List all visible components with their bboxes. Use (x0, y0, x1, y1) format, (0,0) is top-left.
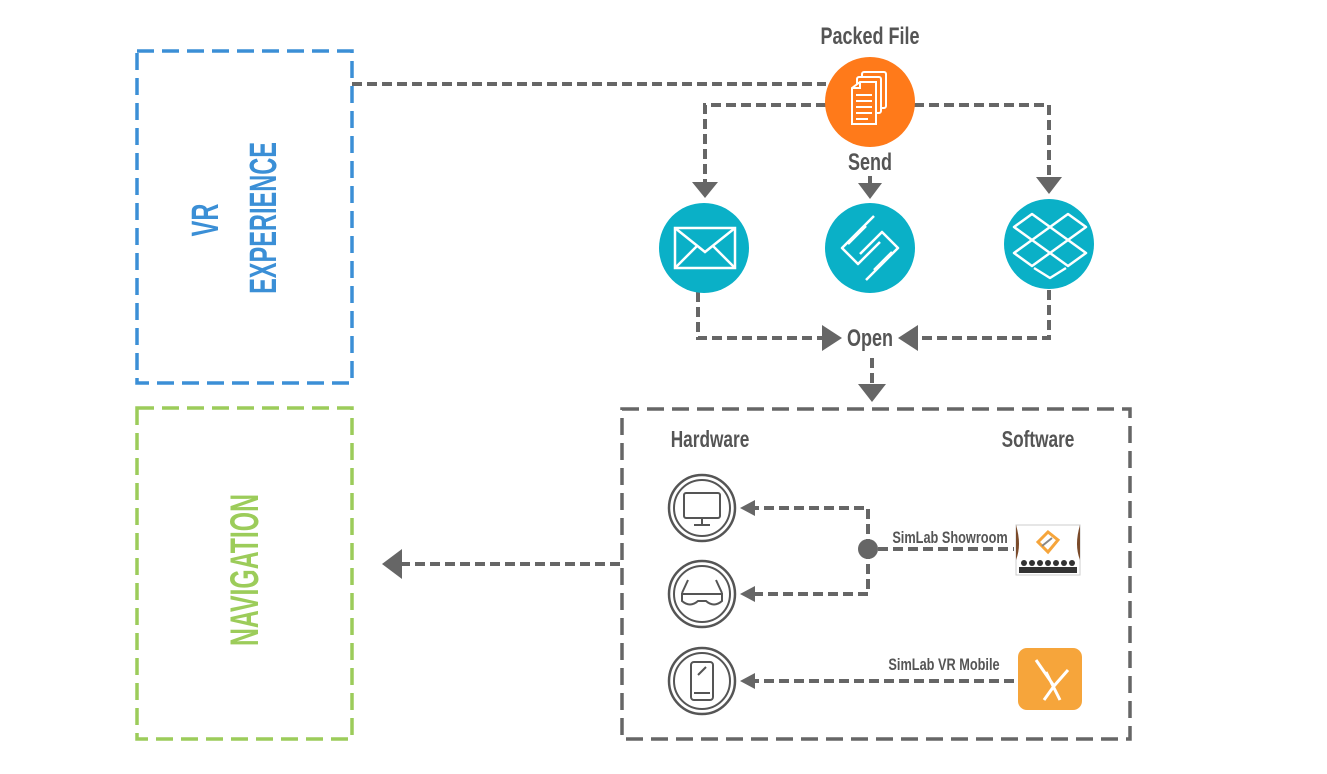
showroom-label: SimLab Showroom (892, 528, 1007, 547)
arrow-open-right (898, 325, 918, 351)
showroom-to-vr-line (755, 549, 870, 596)
packed-file-label: Packed File (820, 24, 919, 50)
email-to-open-line (696, 292, 822, 340)
arrow-to-send (858, 183, 882, 199)
simlab-showroom-logo (1015, 524, 1081, 576)
simlab-share-icon (825, 203, 915, 293)
file-to-dropbox-line (914, 103, 1051, 178)
arrow-heads (382, 177, 1062, 689)
navigation-label: NAVIGATION (223, 494, 267, 646)
arrow-to-desktop (740, 500, 755, 516)
navigation-panel (135, 406, 354, 741)
open-label: Open (847, 326, 893, 352)
simlab-vr-mobile-logo (1018, 648, 1082, 710)
arrow-to-vr (740, 586, 755, 602)
file-to-email-line (703, 103, 826, 182)
monitor-icon (667, 473, 737, 543)
send-label: Send (848, 150, 892, 176)
dropbox-icon (1004, 199, 1094, 289)
envelope-icon (659, 203, 749, 293)
vr-mobile-label: SimLab VR Mobile (888, 655, 999, 674)
vr-goggles-icon (667, 559, 737, 629)
arrow-open-left (822, 325, 842, 351)
dropbox-to-open-line (918, 290, 1051, 340)
experience-label: EXPERIENCE (241, 142, 284, 294)
connector-lines (352, 82, 1051, 683)
arrow-to-phone (740, 673, 755, 689)
hardware-software-box (620, 407, 1132, 741)
software-label: Software (1002, 428, 1075, 453)
junction-dot (858, 539, 878, 559)
vr-experience-panel (135, 49, 354, 385)
arrow-to-navigation (382, 549, 402, 579)
arrow-to-email (692, 182, 718, 198)
arrow-to-box (858, 384, 886, 402)
vr-label: VR (183, 204, 226, 237)
showroom-to-desktop-line (755, 506, 870, 549)
arrow-to-dropbox (1036, 177, 1062, 194)
hardware-label: Hardware (671, 428, 750, 453)
document-stack-icon (825, 57, 915, 147)
smartphone-icon (667, 646, 737, 716)
